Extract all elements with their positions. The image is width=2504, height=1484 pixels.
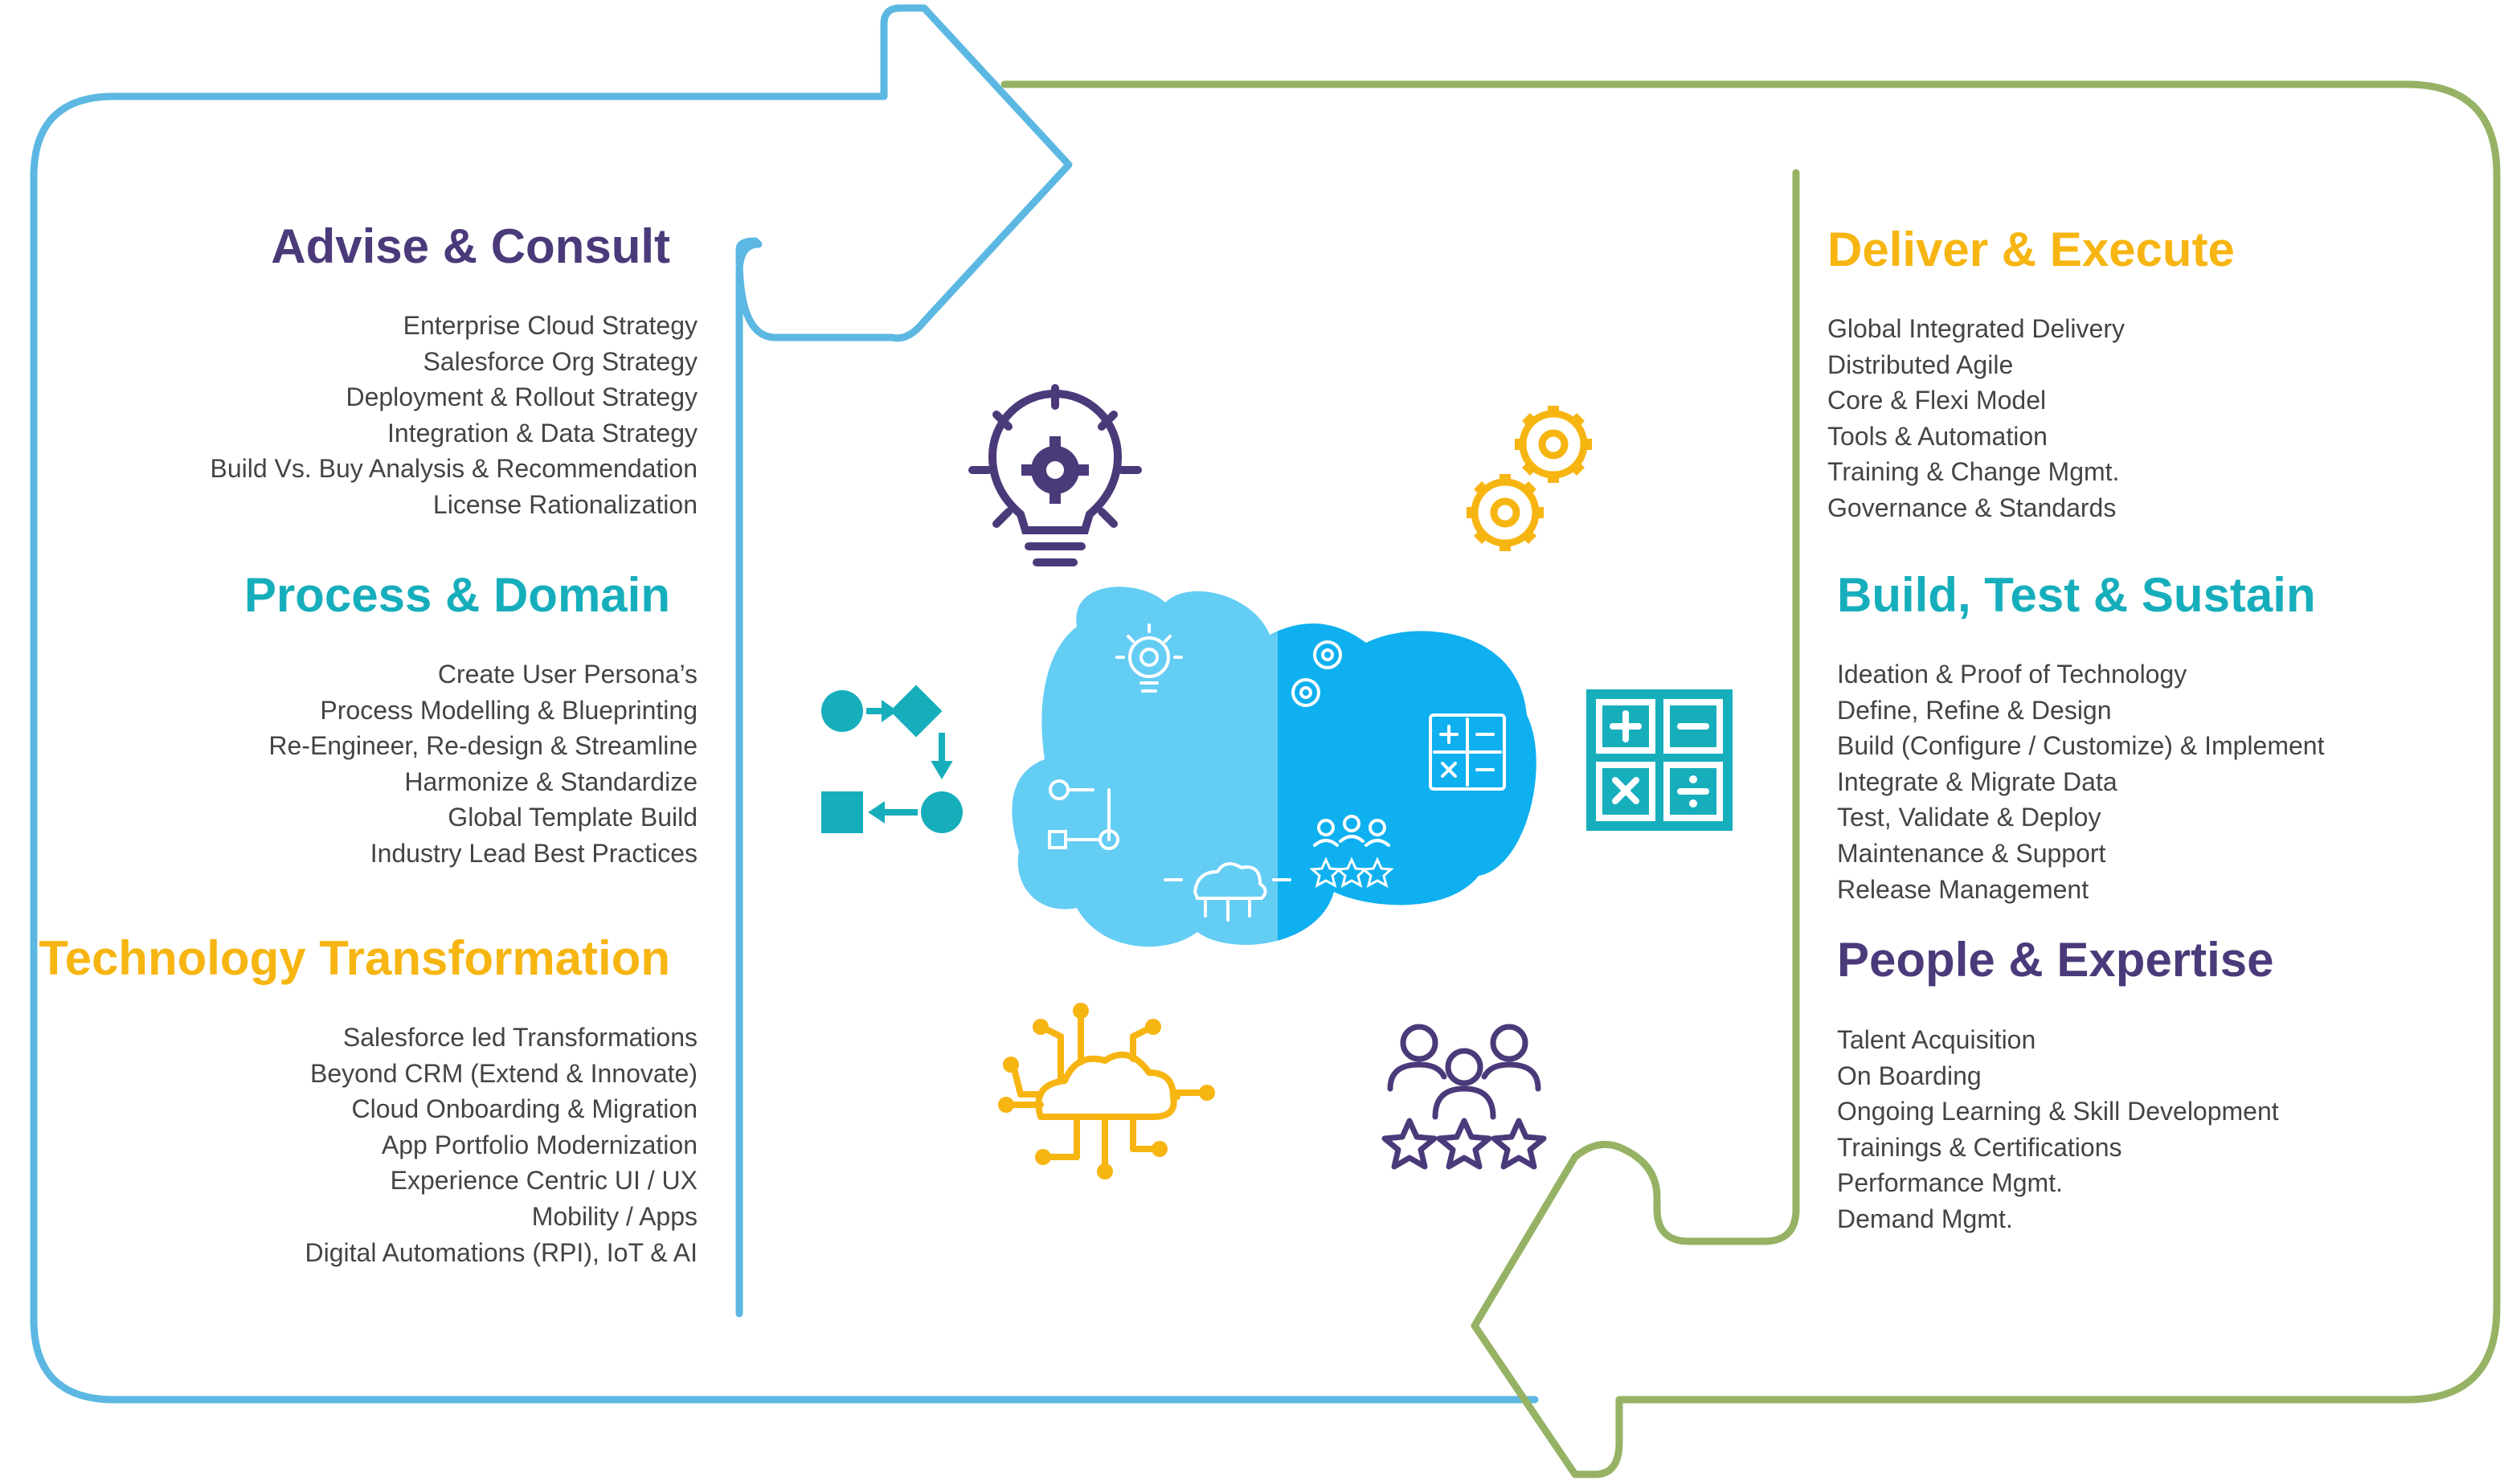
list-item: Experience Centric UI / UX bbox=[390, 1166, 698, 1196]
list-item: Global Integrated Delivery bbox=[1827, 314, 2125, 343]
list-item: Define, Refine & Design bbox=[1837, 695, 2112, 725]
cloud-network-icon bbox=[1009, 1011, 1205, 1168]
list-item: Digital Automations (RPI), IoT & AI bbox=[305, 1237, 698, 1267]
list-item: Harmonize & Standardize bbox=[404, 767, 698, 796]
list-item: Industry Lead Best Practices bbox=[370, 838, 698, 868]
list-item: Create User Persona’s bbox=[437, 660, 698, 689]
list-item: Integration & Data Strategy bbox=[387, 418, 698, 448]
list-item: Ongoing Learning & Skill Development bbox=[1837, 1097, 2279, 1126]
list-item: Training & Change Mgmt. bbox=[1827, 457, 2120, 487]
list-item: Distributed Agile bbox=[1827, 350, 2014, 379]
people-expertise-title: People & Expertise bbox=[1837, 933, 2274, 987]
list-item: Performance Mgmt. bbox=[1837, 1168, 2063, 1198]
lightbulb-gear-icon bbox=[968, 384, 1142, 566]
list-item: Salesforce Org Strategy bbox=[423, 346, 698, 376]
list-item: Trainings & Certifications bbox=[1837, 1132, 2122, 1162]
list-item: Governance & Standards bbox=[1827, 493, 2117, 522]
advise-consult-list: Enterprise Cloud Strategy Salesforce Org… bbox=[210, 308, 698, 523]
people-expertise-list: Talent Acquisition On Boarding Ongoing L… bbox=[1837, 1022, 2279, 1237]
lightbulb-gear-center bbox=[1021, 436, 1089, 504]
technology-transformation-title: Technology Transformation bbox=[39, 931, 670, 985]
build-test-sustain-title: Build, Test & Sustain bbox=[1837, 568, 2316, 622]
list-item: Maintenance & Support bbox=[1837, 838, 2106, 868]
list-item: Integrate & Migrate Data bbox=[1837, 767, 2117, 796]
calculator-icon bbox=[1586, 689, 1733, 831]
list-item: Demand Mgmt. bbox=[1837, 1204, 2013, 1233]
gears-icon bbox=[1467, 406, 1592, 551]
list-item: Cloud Onboarding & Migration bbox=[351, 1094, 698, 1124]
list-item: App Portfolio Modernization bbox=[381, 1130, 698, 1159]
list-item: Global Template Build bbox=[448, 803, 698, 832]
blue-cycle-arrow bbox=[30, 4, 1539, 1404]
cloud-network-nodes bbox=[998, 1003, 1215, 1179]
process-domain-list: Create User Persona’s Process Modelling … bbox=[268, 656, 698, 872]
deliver-execute-title: Deliver & Execute bbox=[1827, 223, 2235, 276]
list-item: Build (Configure / Customize) & Implemen… bbox=[1837, 731, 2325, 761]
list-item: Mobility / Apps bbox=[531, 1201, 698, 1231]
list-item: On Boarding bbox=[1837, 1061, 1982, 1090]
list-item: Release Management bbox=[1837, 874, 2089, 904]
build-test-sustain-list: Ideation & Proof of Technology Define, R… bbox=[1837, 656, 2324, 907]
green-cycle-arrow bbox=[1000, 80, 2501, 1478]
list-item: Ideation & Proof of Technology bbox=[1837, 660, 2187, 689]
list-item: Salesforce led Transformations bbox=[342, 1023, 698, 1052]
list-item: Tools & Automation bbox=[1827, 421, 2048, 451]
list-item: Deployment & Rollout Strategy bbox=[346, 382, 698, 412]
list-item: Process Modelling & Blueprinting bbox=[320, 695, 698, 725]
list-item: Test, Validate & Deploy bbox=[1837, 803, 2101, 832]
salesforce-cloud-icon bbox=[1012, 587, 1536, 947]
deliver-execute-list: Global Integrated Delivery Distributed A… bbox=[1827, 311, 2125, 526]
advise-consult-title: Advise & Consult bbox=[271, 219, 670, 273]
process-flow-icon bbox=[821, 685, 963, 833]
list-item: Beyond CRM (Extend & Innovate) bbox=[309, 1058, 698, 1088]
process-domain-title: Process & Domain bbox=[243, 568, 670, 622]
list-item: Enterprise Cloud Strategy bbox=[403, 311, 698, 340]
technology-transformation-list: Salesforce led Transformations Beyond CR… bbox=[305, 1020, 698, 1270]
list-item: Core & Flexi Model bbox=[1827, 386, 2047, 415]
list-item: Re-Engineer, Re-design & Streamline bbox=[268, 731, 698, 761]
list-item: Build Vs. Buy Analysis & Recommendation bbox=[210, 454, 698, 484]
list-item: License Rationalization bbox=[432, 489, 698, 519]
list-item: Talent Acquisition bbox=[1837, 1025, 2036, 1054]
team-stars-icon bbox=[1381, 1024, 1547, 1170]
